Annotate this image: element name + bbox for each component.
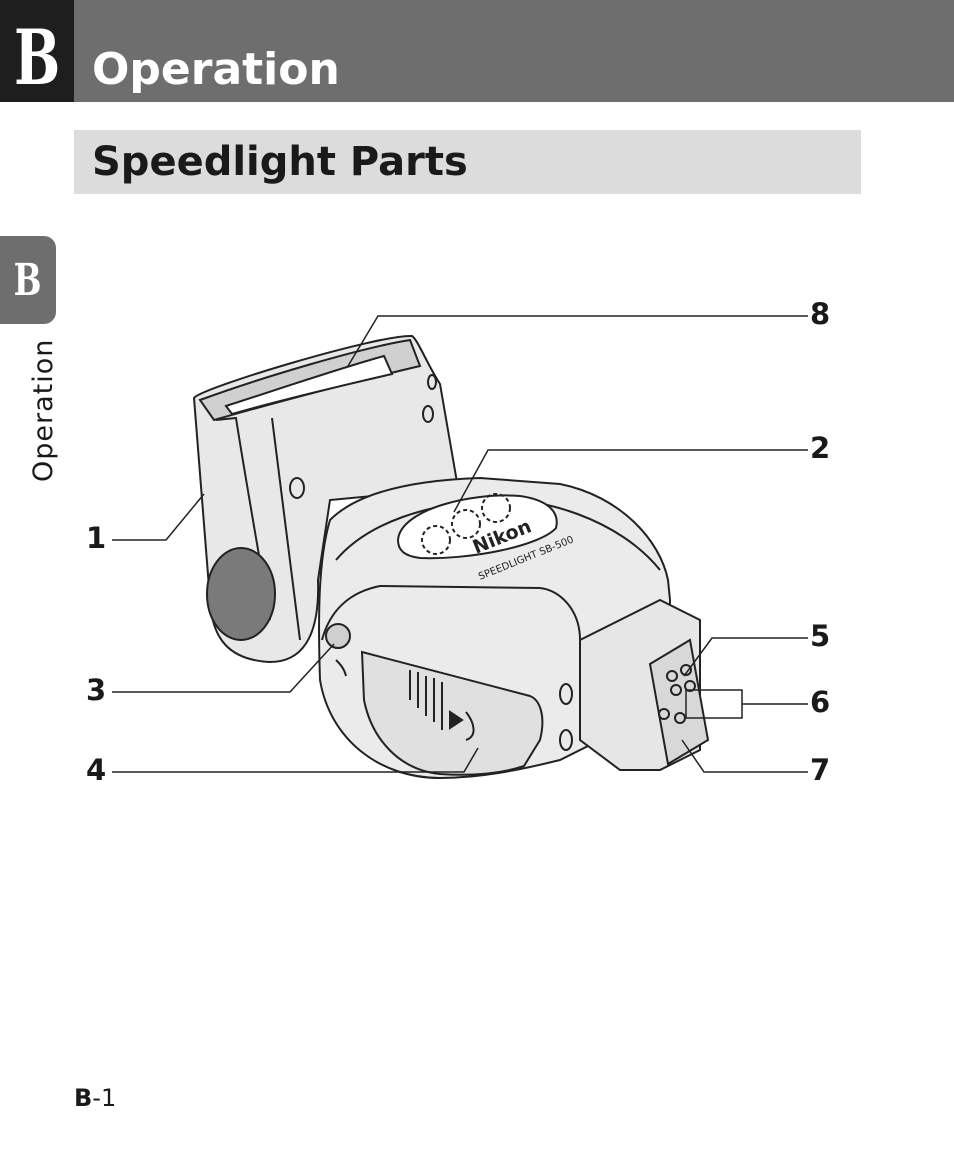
- page-number: B-1: [74, 1084, 116, 1112]
- callout-6: 6: [810, 685, 831, 719]
- callout-2: 2: [810, 431, 831, 465]
- callout-1: 1: [86, 521, 107, 555]
- chapter-title: Operation: [92, 44, 340, 95]
- section-title: Speedlight Parts: [92, 139, 468, 185]
- chapter-header-bar: [0, 0, 954, 102]
- callout-8: 8: [810, 297, 831, 331]
- side-tab-letter: B: [14, 254, 42, 306]
- callout-7: 7: [810, 753, 831, 787]
- callout-leader-lines: [112, 315, 808, 773]
- section-header-bar: Speedlight Parts: [74, 130, 861, 194]
- flash-head: [192, 334, 460, 664]
- callout-3: 3: [86, 673, 107, 707]
- callout-5: 5: [810, 619, 831, 653]
- chapter-letter-box: B: [0, 0, 74, 102]
- chapter-letter: B: [13, 13, 61, 102]
- side-chapter-tab: B: [0, 236, 56, 324]
- callout-4: 4: [86, 753, 107, 787]
- page-number-section: B: [74, 1084, 93, 1112]
- flash-body: [318, 476, 710, 780]
- page-number-separator: -: [92, 1084, 101, 1112]
- page-number-value: 1: [100, 1084, 117, 1112]
